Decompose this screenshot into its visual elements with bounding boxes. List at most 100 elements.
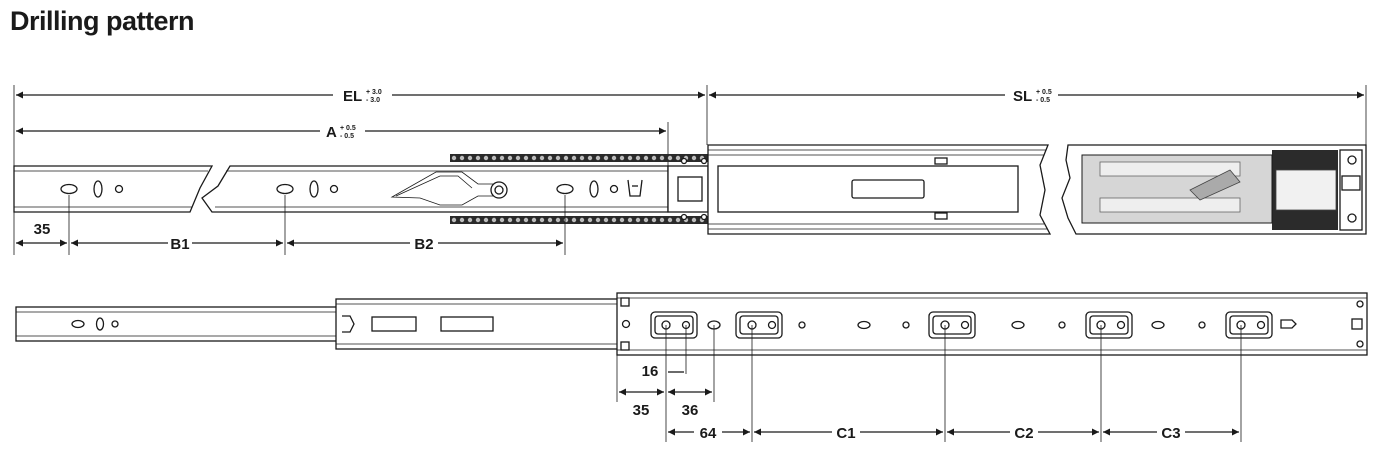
a-label: A [326,124,337,141]
round-hole [329,184,339,194]
el-tol-plus: + 3.0 [366,89,382,96]
ball-bearing [539,155,545,161]
a-tol-plus: + 0.5 [340,125,356,132]
el-label: EL [343,88,362,105]
dimension-c2: C2 [947,425,1099,442]
dim-36-label: 36 [682,402,699,419]
mount-group-2 [735,311,783,339]
middle-slot [371,316,417,332]
ball-bearing-row-bottom [450,216,708,224]
dimension-b2: B2 [287,236,563,253]
ball-bearing [651,155,657,161]
ball-bearing [547,217,553,223]
ball-bearing [475,217,481,223]
dim-64-label: 64 [700,425,717,442]
mount-group-5 [1225,311,1273,339]
round-hole [621,319,631,329]
ball-bearing [643,155,649,161]
dimension-35-top: 35 [16,221,67,247]
slot-hole [857,320,871,330]
ball-bearing [555,155,561,161]
c1-label: C1 [836,425,855,442]
b1-label: B1 [170,236,189,253]
ball-bearing [539,217,545,223]
round-hole [114,184,124,194]
slot-hole [1151,320,1165,330]
dimension-64: 64 [668,425,750,442]
dimension-35-bottom: 35 [619,388,664,419]
round-hole [111,320,119,328]
ball-bearing [675,155,681,161]
tab [934,212,948,220]
slot-hole [589,180,599,198]
slot-hole [556,183,574,195]
c3-label: C3 [1161,425,1180,442]
ball-bearing [571,217,577,223]
a-tol-minus: - 0.5 [340,133,354,140]
dimension-c1: C1 [754,425,943,442]
ball-bearing [515,155,521,161]
ball-bearing [523,155,529,161]
middle-slot [440,316,494,332]
ball-bearing [515,217,521,223]
ball-bearing [627,155,633,161]
ball-bearing [507,217,513,223]
ball-bearing [547,155,553,161]
el-tol-minus: - 3.0 [366,97,380,104]
dimension-el: EL + 3.0 - 3.0 [16,88,705,105]
ball-bearing [667,155,673,161]
ball-bearing [555,217,561,223]
page-title: Drilling pattern [10,6,195,36]
mount-group-4 [1085,311,1133,339]
dimension-36: 36 [668,388,712,419]
dim-35-top-label: 35 [34,221,51,238]
ball-bearing [595,155,601,161]
ball-bearing [499,217,505,223]
dim-35-bottom-label: 35 [633,402,650,419]
ball-bearing [675,217,681,223]
mount-group-1 [650,311,698,339]
ball-bearing [491,155,497,161]
dimension-a: A + 0.5 - 0.5 [16,124,666,141]
slot-hole [93,180,103,198]
ball-bearing [523,217,529,223]
ball-bearing [483,217,489,223]
ball-bearing [507,155,513,161]
outer-slot [851,179,925,199]
ball-bearing [627,217,633,223]
ball-bearing [635,155,641,161]
ball-bearing [499,155,505,161]
sl-tol-plus: + 0.5 [1036,89,1052,96]
ball-bearing [611,217,617,223]
c2-label: C2 [1014,425,1033,442]
ball-bearing [587,217,593,223]
round-hole [1058,321,1066,329]
ball-bearing [595,217,601,223]
ball-bearing [491,217,497,223]
slot-hole [95,317,105,331]
inner-rail-left-segment [13,165,214,213]
ball-bearing [483,155,489,161]
sl-tol-minus: - 0.5 [1036,97,1050,104]
slot-hole [71,319,85,329]
ball-bearing [563,155,569,161]
ball-bearing [579,155,585,161]
ball-bearing [619,155,625,161]
ball-bearing [579,217,585,223]
square-hole [677,176,703,202]
ball-bearing [459,217,465,223]
ball-bearing [451,155,457,161]
round-hole [1198,321,1206,329]
ball-bearing [467,217,473,223]
hook-slot [627,179,643,197]
ball-bearing [643,217,649,223]
tab [934,157,948,165]
ball-bearing [587,155,593,161]
ball-bearing [563,217,569,223]
sl-label: SL [1013,88,1032,105]
ball-bearing [603,155,609,161]
round-hole [798,321,806,329]
dimension-sl: SL + 0.5 - 0.5 [709,88,1364,105]
ball-bearing [603,217,609,223]
ball-bearing [467,155,473,161]
